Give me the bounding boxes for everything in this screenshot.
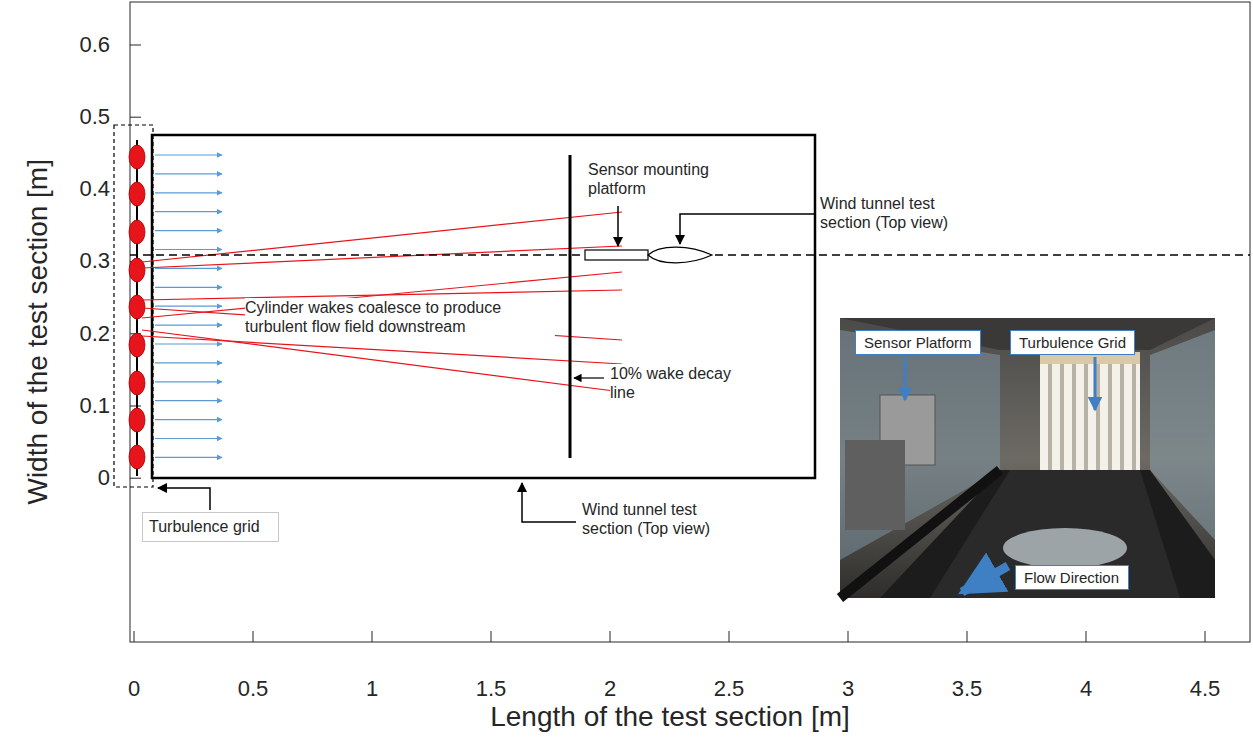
tick-mark	[729, 631, 730, 642]
flow-arrow	[155, 419, 222, 420]
cylinder	[129, 371, 145, 395]
tick-label: 0.3	[79, 248, 110, 274]
tick-mark	[610, 631, 611, 642]
wind-tunnel-photo	[840, 318, 1215, 598]
cylinder	[129, 408, 145, 432]
annotation: Wind tunnel test section (Top view)	[582, 500, 747, 538]
tick-label: 3.5	[952, 676, 983, 702]
cylinder	[129, 295, 145, 319]
flow-arrow	[155, 457, 222, 458]
flow-arrow	[155, 173, 222, 174]
wake-line	[142, 330, 622, 392]
flow-arrow	[155, 249, 222, 250]
tick-mark	[130, 45, 141, 46]
photo-label: Flow Direction	[1015, 565, 1129, 590]
axis-title: Length of the test section [m]	[490, 700, 850, 734]
flow-arrow	[155, 154, 222, 155]
flow-arrow	[155, 325, 222, 326]
airfoil	[648, 247, 712, 263]
leader-arrow	[680, 214, 814, 244]
wake-lines	[142, 212, 622, 392]
node-text: Turbulence Grid	[1019, 334, 1126, 351]
photo-label: Turbulence Grid	[1010, 330, 1135, 355]
tick-label: 3	[842, 676, 854, 702]
tick-label: 1	[366, 676, 378, 702]
tick-mark	[967, 631, 968, 642]
tick-label: 2.5	[714, 676, 745, 702]
flow-arrow	[155, 381, 222, 382]
flow-arrow	[155, 438, 222, 439]
tick-label: 1.5	[476, 676, 507, 702]
tick-label: 0.6	[79, 32, 110, 58]
tick-label: 4	[1080, 676, 1092, 702]
tick-label: 2	[604, 676, 616, 702]
tick-mark	[1205, 631, 1206, 642]
annotation: Sensor mounting platform	[588, 160, 758, 198]
callout-box: Turbulence grid	[142, 512, 279, 542]
leader-arrow	[158, 488, 210, 510]
axis-ticks	[130, 45, 1205, 642]
flow-arrow	[155, 400, 222, 401]
tick-mark	[1086, 631, 1087, 642]
cylinders	[129, 145, 145, 469]
tick-mark	[253, 631, 254, 642]
tick-mark	[491, 631, 492, 642]
node-text: Sensor Platform	[864, 334, 972, 351]
axes-frame	[130, 2, 1250, 642]
cylinder	[129, 220, 145, 244]
flow-arrows	[155, 155, 222, 457]
tick-label: 0	[128, 676, 140, 702]
tick-mark	[130, 406, 141, 407]
flow-arrow	[155, 343, 222, 344]
photo-label: Sensor Platform	[855, 330, 981, 355]
tick-label: 0.2	[79, 321, 110, 347]
flow-arrow	[155, 211, 222, 212]
wake-line	[142, 336, 622, 364]
tick-label: 4.5	[1190, 676, 1221, 702]
test-section-outline	[152, 135, 815, 478]
cylinder	[129, 445, 145, 469]
flow-arrow	[155, 192, 222, 193]
sensor-platform	[585, 250, 648, 260]
leader-arrow	[574, 377, 604, 378]
node-text: Flow Direction	[1024, 569, 1120, 586]
grid-dashed-box	[114, 125, 153, 487]
flow-arrow	[155, 268, 222, 269]
tick-label: 0	[98, 465, 110, 491]
node-text: Turbulence grid	[149, 518, 260, 536]
tick-label: 0.5	[238, 676, 269, 702]
cylinder	[129, 182, 145, 206]
flow-arrow	[155, 230, 222, 231]
flow-arrow	[155, 362, 222, 363]
annotation: 10% wake decay line	[610, 364, 740, 402]
tick-mark	[848, 631, 849, 642]
tick-label: 0.1	[79, 393, 110, 419]
tick-mark	[134, 631, 135, 642]
cylinder	[129, 145, 145, 169]
tick-mark	[372, 631, 373, 642]
annotation: Wind tunnel test section (Top view)	[820, 194, 985, 232]
wake-line	[142, 246, 622, 268]
leader-arrow	[617, 206, 619, 246]
flow-arrow	[155, 287, 222, 288]
tick-mark	[130, 478, 141, 479]
flow-arrow	[155, 306, 222, 307]
decay-line	[569, 155, 572, 458]
axis-title: Width of the test section [m]	[21, 159, 55, 504]
annotation: Cylinder wakes coalesce to produce turbu…	[245, 298, 555, 336]
tick-label: 0.5	[79, 104, 110, 130]
tick-label: 0.4	[79, 176, 110, 202]
leader-arrow	[522, 483, 576, 522]
tick-mark	[130, 117, 141, 118]
